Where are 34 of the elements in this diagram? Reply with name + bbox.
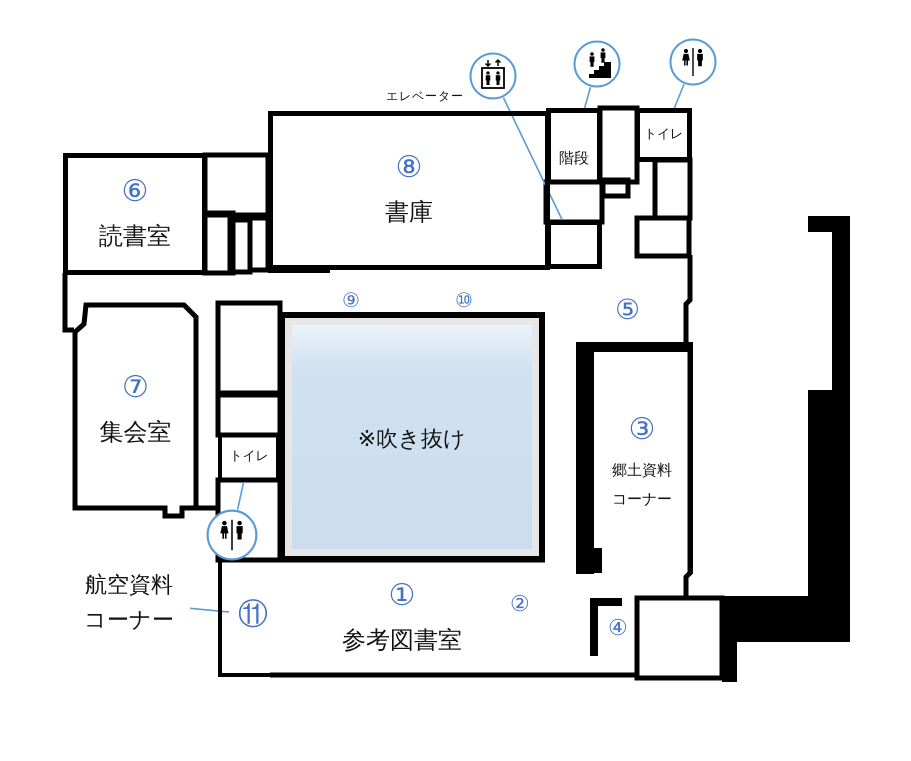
leader-line	[674, 84, 685, 108]
room-number: ⑦	[122, 371, 149, 404]
area-number: ⑨	[342, 290, 360, 310]
room-name: トイレ	[230, 448, 268, 466]
room-name: ※吹き抜け	[358, 426, 466, 454]
room-number: ⑧	[396, 151, 422, 184]
leader-line	[236, 482, 244, 510]
room-name: 参考図書室	[342, 625, 462, 656]
area-number: ④	[608, 618, 628, 640]
leader-line	[190, 608, 230, 613]
room-name: 郷土資料コーナー	[611, 460, 673, 510]
room	[576, 342, 693, 574]
icon-caption: エレベーター	[386, 88, 464, 105]
callout-number: ⑪	[233, 596, 273, 632]
room-label: 航空資料コーナー	[78, 568, 180, 638]
room-name: 集会室	[100, 417, 172, 448]
area-number: ②	[510, 594, 530, 616]
area-number: ⑩	[455, 290, 473, 310]
leader-line	[502, 97, 563, 220]
room	[72, 302, 199, 519]
room	[268, 111, 550, 270]
room-name: 階段	[559, 148, 589, 170]
stairs-icon	[573, 40, 621, 88]
restroom-icon	[206, 509, 258, 561]
area-number: ⑤	[615, 296, 640, 324]
room-number: ①	[388, 579, 416, 612]
restroom-icon	[669, 38, 717, 86]
room-name: トイレ	[644, 126, 683, 144]
room-number: ③	[628, 413, 656, 446]
room-name: 書庫	[385, 197, 433, 228]
elevator-icon	[469, 52, 517, 100]
room-number: ⑥	[122, 174, 148, 208]
room-name: 読書室	[99, 220, 171, 252]
leader-line	[584, 86, 592, 108]
